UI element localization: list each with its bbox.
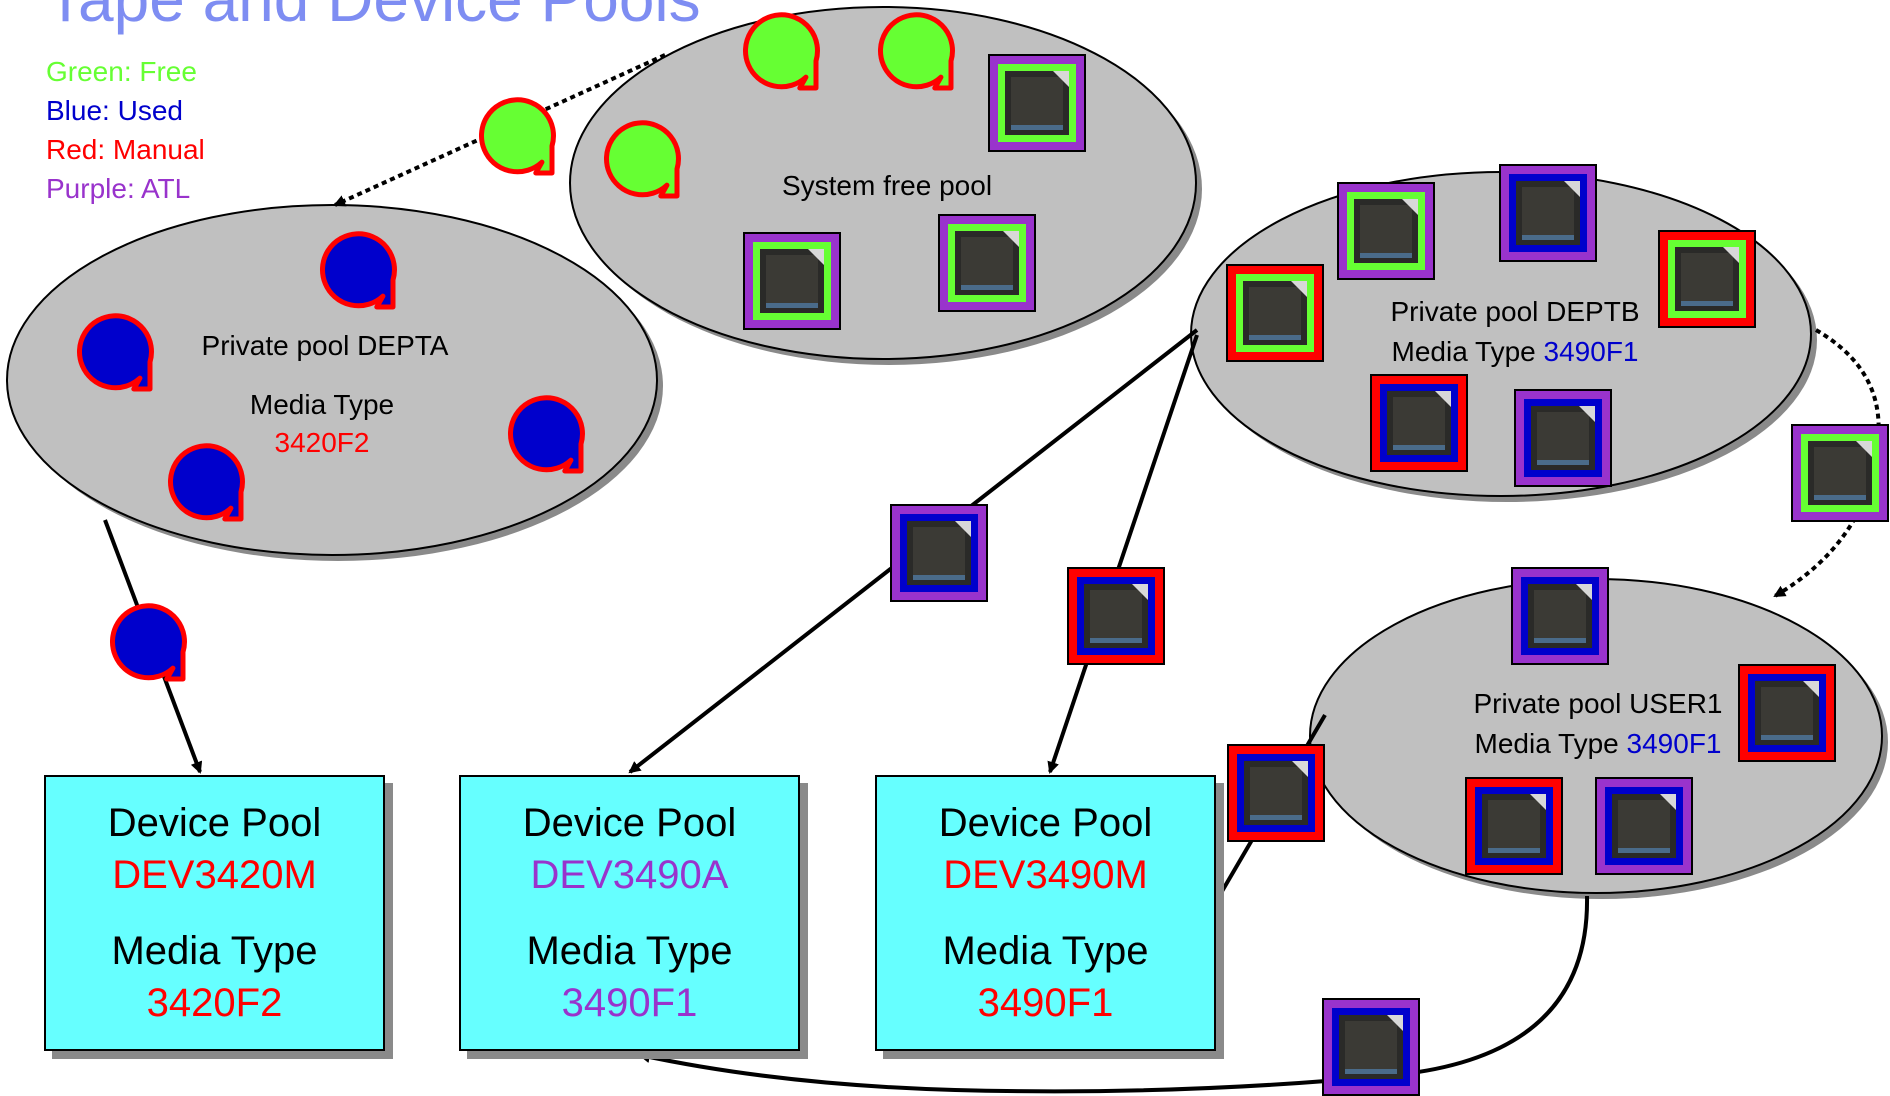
user1-pool-name: Private pool USER1 [1473,688,1723,719]
tape-cartridge-icon [1067,567,1165,665]
depta-media-label: Media Type [249,389,395,420]
device-pool-dev3490m: Device Pool DEV3490M Media Type 3490F1 [875,775,1216,1051]
user1-to-dev3490a-arrow [638,895,1590,1094]
tape-cartridge-icon [1337,182,1435,280]
tape-reel-icon [507,395,585,474]
user1-pool-ellipse [1309,578,1888,899]
device-pool-dev3420m: Device Pool DEV3420M Media Type 3420F2 [44,775,385,1051]
tape-reel-icon [319,231,397,310]
tape-cartridge-icon [938,214,1036,312]
tape-reel-icon [76,313,154,392]
tape-reel-icon [603,120,681,199]
legend-item-free: Green: Free [46,56,197,87]
deptb-to-dev3490m-arrow [1047,334,1199,774]
device-pool-media-value: 3490F1 [977,981,1114,1025]
depta-media-value: 3420F2 [274,427,370,458]
tape-reel-icon [167,443,245,522]
tape-cartridge-icon [988,54,1086,152]
tape-cartridge-icon [1658,230,1756,328]
tape-cartridge-icon [1226,264,1324,362]
device-pool-heading: Device Pool [938,801,1153,845]
user1-media-label: Media Type [1474,728,1619,759]
user1-media-line: Media Type 3490F1 [1438,724,1758,763]
tape-reel-icon [877,12,955,91]
tape-cartridge-icon [1465,777,1563,875]
user1-media-value: 3490F1 [1626,728,1722,759]
tape-reel-icon [742,12,820,91]
tape-cartridge-icon [743,232,841,330]
device-pool-name: DEV3490A [530,853,729,897]
tape-cartridge-icon [1738,664,1836,762]
tape-reel-icon [478,97,556,176]
tape-cartridges [743,54,1889,1096]
device-pool-media-value: 3490F1 [561,981,698,1025]
device-pool-media-label: Media Type [526,929,733,973]
device-pool-dev3490a: Device Pool DEV3490A Media Type 3490F1 [459,775,800,1051]
legend-item-manual: Red: Manual [46,134,205,165]
deptb-media-line: Media Type 3490F1 [1365,332,1665,371]
deptb-to-user1-arrow [1773,328,1881,598]
device-pool-name: DEV3490M [943,853,1148,897]
device-pool-media-label: Media Type [111,929,318,973]
tape-cartridge-icon [1499,164,1597,262]
deptb-pool-name: Private pool DEPTB [1390,296,1640,327]
device-pool-heading: Device Pool [522,801,737,845]
tape-cartridge-icon [1511,567,1609,665]
legend: Green: Free Blue: Used Red: Manual Purpl… [46,52,205,208]
deptb-media-label: Media Type [1391,336,1536,367]
device-pool-name: DEV3420M [112,853,317,897]
tape-cartridge-icon [1370,374,1468,472]
tape-cartridge-icon [1514,389,1612,487]
legend-item-used: Blue: Used [46,95,183,126]
device-pool-heading: Device Pool [107,801,322,845]
system-pool-label: System free pool [781,170,993,201]
tape-cartridge-icon [1791,424,1889,522]
device-pool-media-label: Media Type [942,929,1149,973]
legend-item-atl: Purple: ATL [46,173,191,204]
tape-cartridge-icon [1227,744,1325,842]
deptb-media-value: 3490F1 [1543,336,1639,367]
page-title: Tape and Device Pools [46,0,701,36]
depta-pool-name: Private pool DEPTA [201,330,449,361]
tape-cartridge-icon [1595,777,1693,875]
device-pool-media-value: 3420F2 [146,981,283,1025]
tape-cartridge-icon [890,504,988,602]
tape-cartridge-icon [1322,998,1420,1096]
tape-reel-icon [109,603,187,682]
tape-reels [76,12,955,682]
